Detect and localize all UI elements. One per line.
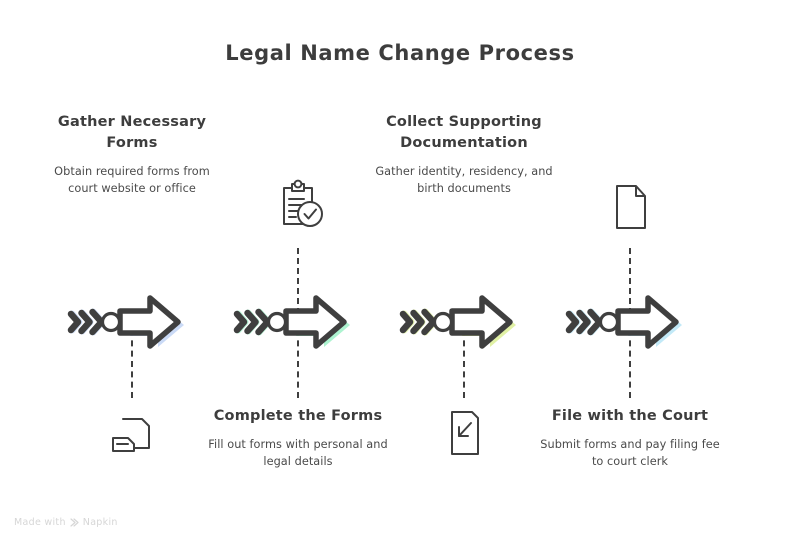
document-page-icon xyxy=(616,185,646,229)
step-1-icon-holder xyxy=(42,406,222,466)
step-4-connector-line-up xyxy=(629,248,631,314)
node-circle-2 xyxy=(266,311,288,333)
step-3-title: Collect Supporting Documentation xyxy=(386,114,542,151)
watermark: Made with Napkin xyxy=(14,517,118,528)
document-with-hand-icon xyxy=(112,418,150,452)
document-import-arrow-icon xyxy=(451,411,479,455)
process-step-1: Gather Necessary Forms Obtain required f… xyxy=(42,0,222,548)
step-3-icon-holder xyxy=(374,406,554,464)
node-circle-3 xyxy=(432,311,454,333)
node-circle-1 xyxy=(100,311,122,333)
arrow-outline-3 xyxy=(449,295,513,349)
step-4-text-block: File with the Court Submit forms and pay… xyxy=(540,406,720,470)
step-2-arrow-icon xyxy=(233,295,350,349)
process-step-3: Collect Supporting Documentation Gather … xyxy=(374,0,554,548)
step-3-arrow-group xyxy=(374,276,554,368)
step-4-arrow-group xyxy=(540,276,720,368)
step-1-description: Obtain required forms from court website… xyxy=(54,165,210,195)
step-2-arrow-group xyxy=(208,276,388,368)
step-1-text-block: Gather Necessary Forms Obtain required f… xyxy=(42,112,222,197)
step-2-title: Complete the Forms xyxy=(213,408,383,424)
step-4-icon-holder xyxy=(540,178,720,242)
step-2-icon-holder xyxy=(208,178,388,242)
step-4-arrow-icon xyxy=(565,295,682,349)
process-step-4: File with the Court Submit forms and pay… xyxy=(540,0,720,548)
watermark-brand: Napkin xyxy=(82,517,118,528)
step-1-arrow-group xyxy=(42,276,222,368)
step-1-connector-line xyxy=(131,330,133,398)
step-4-description: Submit forms and pay filing fee to court… xyxy=(540,438,720,468)
watermark-prefix: Made with xyxy=(14,517,66,528)
arrow-outline-1 xyxy=(117,295,181,349)
napkin-logo-icon xyxy=(70,518,79,527)
node-circle-4 xyxy=(598,311,620,333)
step-3-text-block: Collect Supporting Documentation Gather … xyxy=(374,112,554,197)
step-4-title: File with the Court xyxy=(551,408,709,424)
arrow-outline-2 xyxy=(283,295,347,349)
step-1-title: Gather Necessary Forms xyxy=(57,114,207,151)
step-4-connector-line-down xyxy=(629,330,631,398)
clipboard-check-icon xyxy=(283,179,323,227)
step-3-connector-line xyxy=(463,330,465,398)
step-2-text-block: Complete the Forms Fill out forms with p… xyxy=(208,406,388,470)
step-2-connector-line-up xyxy=(297,248,299,314)
step-2-description: Fill out forms with personal and legal d… xyxy=(208,438,388,468)
process-step-2: Complete the Forms Fill out forms with p… xyxy=(208,0,388,548)
step-3-description: Gather identity, residency, and birth do… xyxy=(375,165,553,195)
step-3-arrow-icon xyxy=(399,295,516,349)
step-1-arrow-icon xyxy=(67,295,184,349)
arrow-outline-4 xyxy=(615,295,679,349)
page-title: Legal Name Change Process xyxy=(225,41,575,65)
step-2-connector-line-down xyxy=(297,330,299,398)
